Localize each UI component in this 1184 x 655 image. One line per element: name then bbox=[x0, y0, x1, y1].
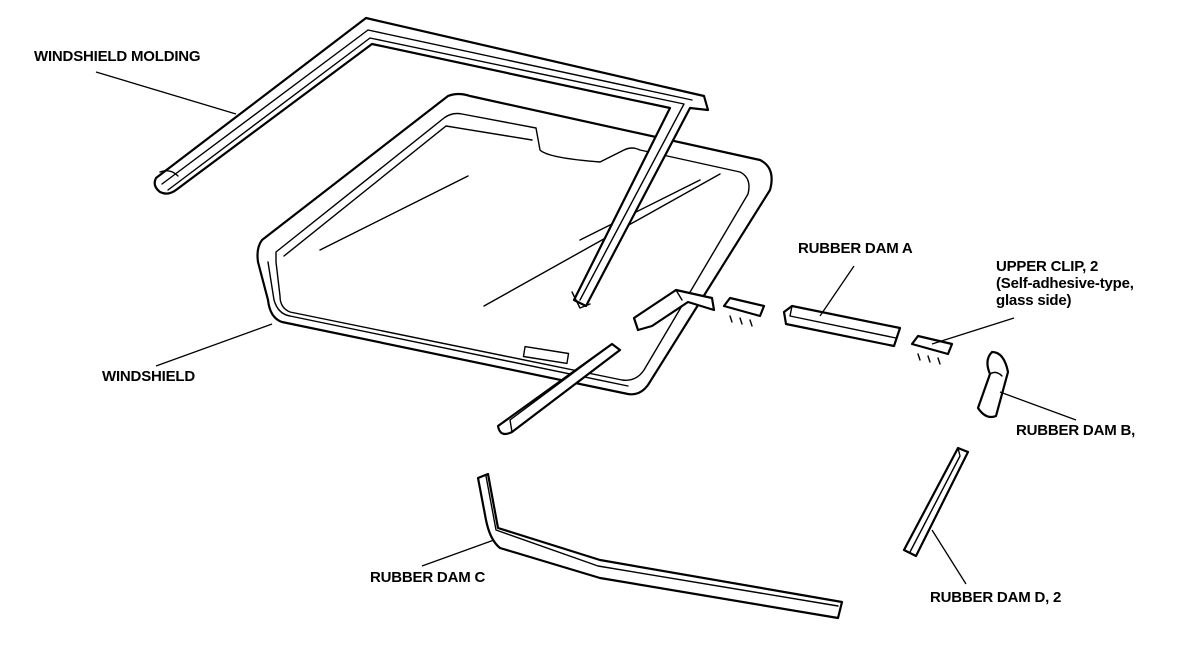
label-rubber-dam-a: RUBBER DAM A bbox=[798, 240, 913, 257]
upper-clip-left bbox=[722, 296, 766, 327]
label-rubber-dam-c: RUBBER DAM C bbox=[370, 569, 486, 586]
label-windshield: WINDSHIELD bbox=[102, 368, 195, 385]
label-rubber-dam-d: RUBBER DAM D, 2 bbox=[930, 589, 1062, 606]
leader-rubber-dam-d bbox=[931, 529, 967, 585]
rubber-dam-c bbox=[476, 472, 844, 620]
leader-rubber-dam-a bbox=[819, 265, 855, 317]
leader-windshield-molding bbox=[95, 71, 237, 115]
rubber-dam-a bbox=[782, 304, 902, 348]
rubber-dam-strip-front bbox=[496, 342, 622, 436]
leader-rubber-dam-b bbox=[999, 391, 1077, 421]
windshield-molding bbox=[153, 16, 710, 309]
leader-rubber-dam-c bbox=[421, 539, 495, 567]
windshield-glass bbox=[256, 92, 773, 396]
leader-windshield bbox=[155, 323, 273, 367]
leader-upper-clip bbox=[931, 317, 1015, 345]
rubber-dam-d bbox=[902, 446, 970, 558]
label-rubber-dam-b: RUBBER DAM B, bbox=[1016, 422, 1136, 439]
rubber-dam-small-bracket bbox=[632, 288, 716, 332]
upper-clip-right bbox=[910, 334, 954, 365]
label-upper-clip: UPPER CLIP, 2 (Self-adhesive-type, glass… bbox=[996, 258, 1134, 309]
rubber-dam-b bbox=[976, 350, 1010, 419]
label-windshield-molding: WINDSHIELD MOLDING bbox=[34, 48, 201, 65]
leader-lines bbox=[95, 71, 1077, 585]
